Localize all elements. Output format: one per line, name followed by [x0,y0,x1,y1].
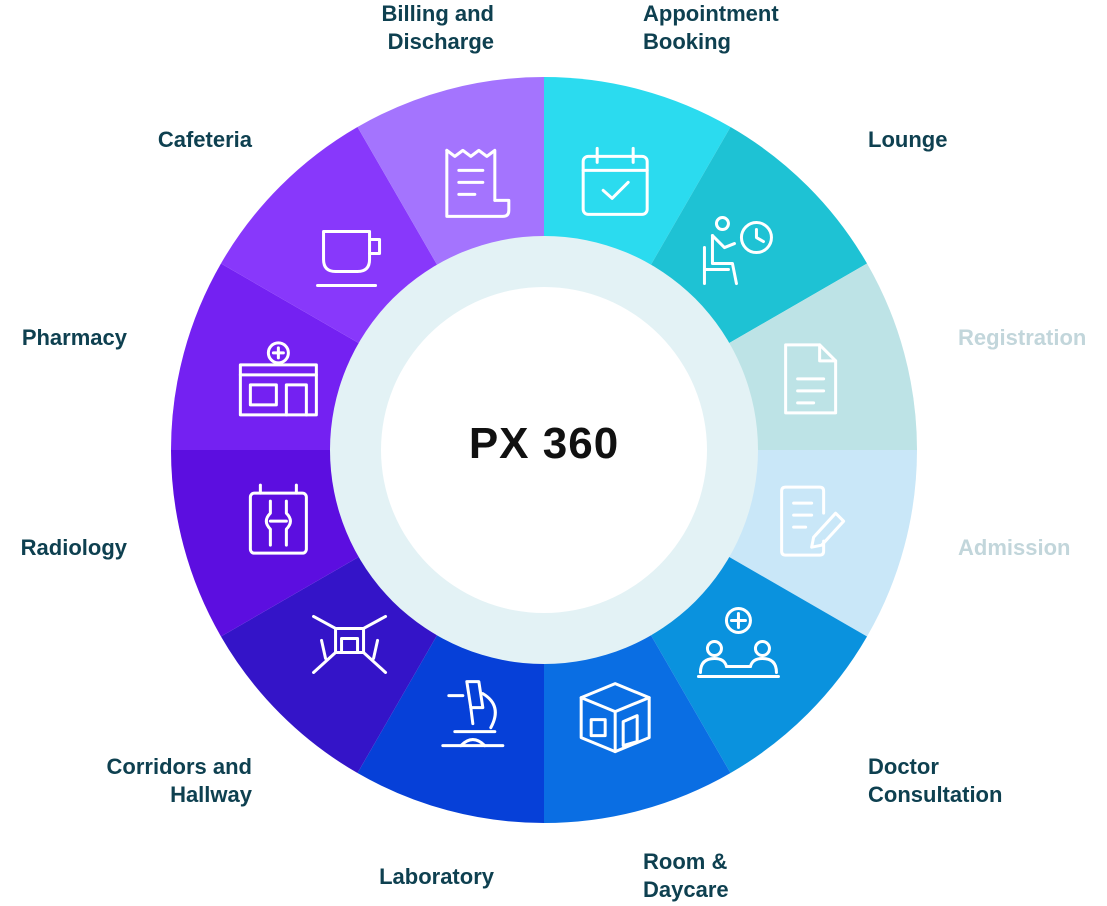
label-doctor-consultation: Doctor Consultation [868,754,1003,807]
center-title: PX 360 [468,419,620,468]
label-billing-discharge: Billing and Discharge [381,1,494,54]
doctor-meeting-icon [696,606,780,678]
microscope-icon [441,680,505,748]
label-room-daycare: Room & Daycare [643,849,729,902]
center-disc [381,287,707,613]
label-pharmacy: Pharmacy [21,325,127,350]
hallway-icon [312,614,388,674]
calendar-check-icon [581,146,649,216]
label-cafeteria: Cafeteria [157,127,252,152]
label-radiology: Radiology [20,535,127,560]
receipt-icon [445,148,511,218]
waiting-person-clock-icon [702,216,773,286]
document-icon [784,343,838,415]
room-box-icon [579,682,651,754]
label-appointment-booking: Appointment Booking [643,1,779,54]
xray-knee-icon [248,483,308,555]
coffee-cup-icon [316,230,382,288]
label-registration: Registration [958,325,1087,350]
pharmacy-store-icon [238,341,318,417]
label-lounge: Lounge [868,127,948,152]
label-admission: Admission [958,535,1071,560]
label-corridors-hallway: Corridors and Hallway [106,754,252,807]
form-pen-icon [780,485,846,557]
label-laboratory: Laboratory [379,864,494,889]
